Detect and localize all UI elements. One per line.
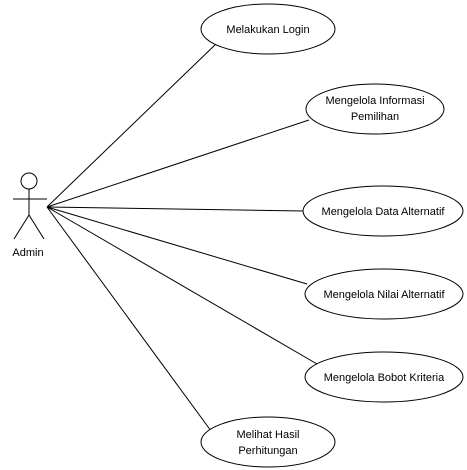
association-login <box>46 41 219 208</box>
use-case-label: Mengelola Nilai Alternatif <box>323 289 445 301</box>
association-hasil-perhitungan <box>46 206 215 436</box>
association-bobot-kriteria <box>46 206 318 365</box>
use-case-ellipse <box>200 416 336 468</box>
use-case-melakukan-login[interactable]: Melakukan Login <box>200 3 336 55</box>
use-case-mengelola-informasi-pemilihan[interactable]: Mengelola Informasi Pemilihan <box>305 83 445 135</box>
association-nilai-alternatif <box>46 206 308 285</box>
use-case-label-line-2: Perhitungan <box>238 445 297 457</box>
use-case-label: Mengelola Data Alternatif <box>322 206 446 218</box>
use-case-mengelola-data-alternatif[interactable]: Mengelola Data Alternatif <box>302 185 464 237</box>
actor-left-leg <box>13 214 30 240</box>
use-case-label-line-1: Mengelola Informasi <box>325 95 424 107</box>
use-case-label-line-1: Melihat Hasil <box>237 429 300 441</box>
associations <box>46 41 318 436</box>
use-case-label: Mengelola Bobot Kriteria <box>324 372 445 384</box>
use-case-label-line-2: Pemilihan <box>351 111 399 123</box>
actor-admin[interactable]: Admin <box>12 172 47 259</box>
use-case-ellipse <box>304 268 464 320</box>
use-case-ellipse <box>305 83 445 135</box>
association-data-alternatif <box>46 206 305 212</box>
actor-right-leg <box>28 214 45 240</box>
use-case-ellipse <box>302 185 464 237</box>
actor-label: Admin <box>12 247 43 259</box>
use-case-ellipse <box>304 351 464 403</box>
actor-head <box>20 172 38 190</box>
use-case-mengelola-nilai-alternatif[interactable]: Mengelola Nilai Alternatif <box>304 268 464 320</box>
use-case-label: Melakukan Login <box>226 24 309 36</box>
association-informasi-pemilihan <box>46 119 310 208</box>
use-case-ellipse <box>200 3 336 55</box>
use-case-melihat-hasil-perhitungan[interactable]: Melihat Hasil Perhitungan <box>200 416 336 468</box>
use-case-mengelola-bobot-kriteria[interactable]: Mengelola Bobot Kriteria <box>304 351 464 403</box>
